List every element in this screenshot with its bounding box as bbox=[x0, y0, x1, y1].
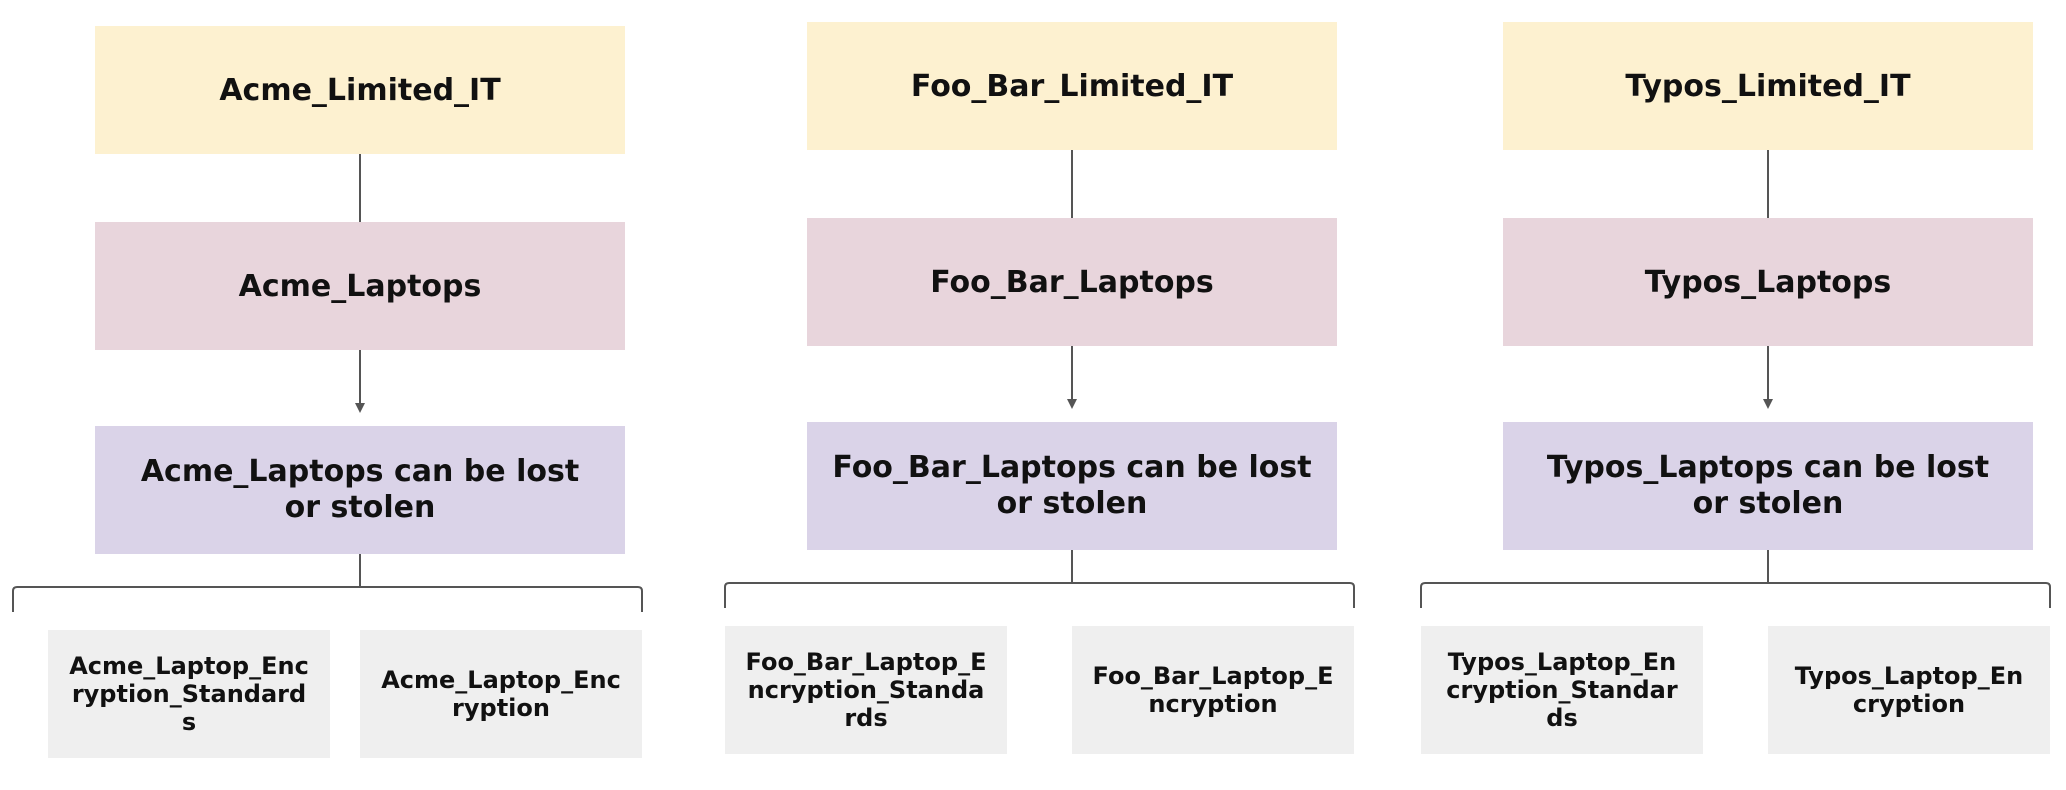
control-box: Typos_Laptop_Encryption bbox=[1768, 626, 2050, 754]
org-box: Acme_Limited_IT bbox=[95, 26, 625, 154]
threat-box: Acme_Laptops can be lost or stolen bbox=[95, 426, 625, 554]
bracket-connector bbox=[1420, 582, 2051, 608]
bracket-connector bbox=[12, 586, 643, 612]
control-box: Typos_Laptop_Encryption_Standards bbox=[1421, 626, 1703, 754]
control-box: Foo_Bar_Laptop_Encryption_Standards bbox=[725, 626, 1007, 754]
control-box: Foo_Bar_Laptop_Encryption bbox=[1072, 626, 1354, 754]
control-box: Acme_Laptop_Encryption bbox=[360, 630, 642, 758]
org-box: Foo_Bar_Limited_IT bbox=[807, 22, 1337, 150]
threat-box: Typos_Laptops can be lost or stolen bbox=[1503, 422, 2033, 550]
asset-box: Foo_Bar_Laptops bbox=[807, 218, 1337, 346]
org-box: Typos_Limited_IT bbox=[1503, 22, 2033, 150]
asset-box: Typos_Laptops bbox=[1503, 218, 2033, 346]
threat-box: Foo_Bar_Laptops can be lost or stolen bbox=[807, 422, 1337, 550]
control-box: Acme_Laptop_Encryption_Standards bbox=[48, 630, 330, 758]
bracket-connector bbox=[724, 582, 1355, 608]
asset-box: Acme_Laptops bbox=[95, 222, 625, 350]
